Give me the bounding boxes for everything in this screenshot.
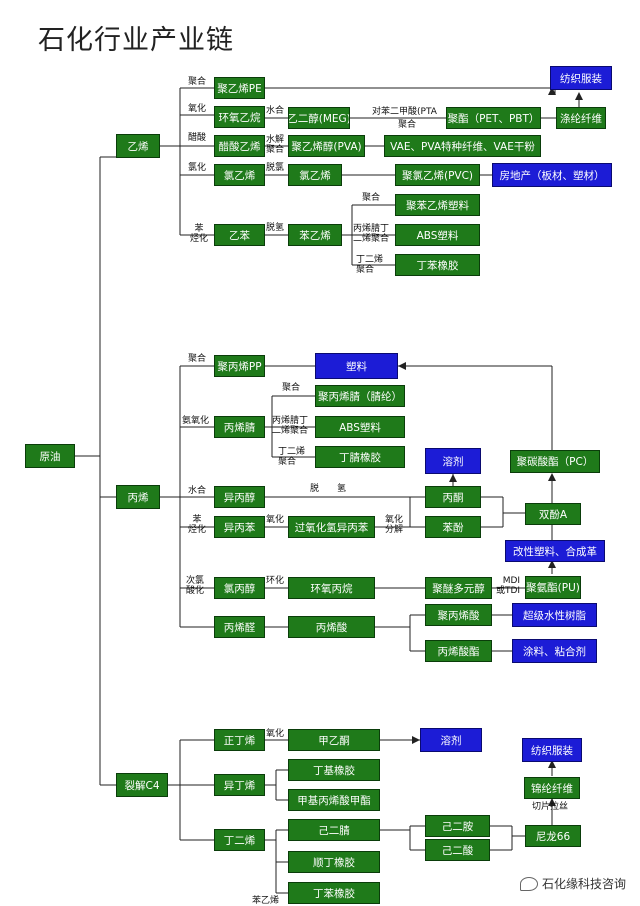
chat-bubble-icon <box>519 876 538 891</box>
node-nylon66: 尼龙66 <box>525 825 581 847</box>
node-pva: 聚乙烯醇(PVA) <box>288 135 365 157</box>
label-styrene: 苯乙烯 <box>252 896 280 906</box>
node-acrylonitrile: 丙烯腈 <box>214 416 265 438</box>
label-polymerization-pp: 聚合 <box>188 354 207 364</box>
label-chip-spinning: 切片拉丝 <box>532 802 569 812</box>
node-sbr-2: 丁苯橡胶 <box>288 882 380 904</box>
node-polyether-polyol: 聚醚多元醇 <box>425 577 492 599</box>
node-isobutene: 异丁烯 <box>214 774 265 796</box>
node-phenol: 苯酚 <box>425 516 481 538</box>
node-vcm2: 氯乙烯 <box>288 164 342 186</box>
label-dehydrogenation-2: 脱 氢 <box>310 484 347 494</box>
label-cyclization: 环化 <box>266 576 285 586</box>
node-nylon-fiber: 锦纶纤维 <box>524 777 580 799</box>
node-acrylate: 丙烯酸酯 <box>425 640 492 662</box>
node-solvent-1: 溶剂 <box>425 448 481 474</box>
label-polymerization-ps: 聚合 <box>362 193 381 203</box>
node-propylene: 丙烯 <box>116 485 160 509</box>
node-chp: 过氧化氢异丙苯 <box>288 516 375 538</box>
node-acetone: 丙酮 <box>425 486 481 508</box>
node-polyacrylic-acid: 聚丙烯酸 <box>425 604 492 626</box>
node-styrene: 苯乙烯 <box>288 224 342 246</box>
node-sbr-1: 丁苯橡胶 <box>395 254 480 276</box>
label-oxidation-2: 氧化 <box>266 515 285 525</box>
label-acn-butadiene: 丙烯腈丁 二烯聚合 <box>353 224 390 245</box>
node-polyester-fiber: 涤纶纤维 <box>556 107 606 129</box>
node-acrylic-fiber: 聚丙烯腈（腈纶） <box>315 385 405 407</box>
label-benzene-alkylation-2: 苯 烃化 <box>188 515 207 536</box>
node-acrolein: 丙烯醛 <box>214 616 265 638</box>
node-polystyrene: 聚苯乙烯塑料 <box>395 194 480 216</box>
node-abs-1: ABS塑料 <box>395 224 480 246</box>
label-butadiene-polymerization: 丁二烯 聚合 <box>356 255 384 276</box>
label-dehydrogenation: 脱氢 <box>266 223 285 233</box>
node-polyurethane: 聚氨酯(PU) <box>525 576 581 599</box>
label-polymerization-pe: 聚合 <box>188 77 207 87</box>
label-butadiene-polymerization-2: 丁二烯 聚合 <box>278 447 306 468</box>
node-modified-plastic: 改性塑料、合成革 <box>505 540 605 562</box>
node-polycarbonate: 聚碳酸酯（PC） <box>510 450 600 473</box>
label-oxidation: 氧化 <box>188 104 207 114</box>
node-textile-bottom: 纺织服装 <box>522 738 582 762</box>
node-adiponitrile: 己二腈 <box>288 819 380 841</box>
node-cracked-c4: 裂解C4 <box>116 773 168 797</box>
node-chloropropanol: 氯丙醇 <box>214 577 265 599</box>
label-dechlorination: 脱氯 <box>266 163 285 173</box>
label-ammoxidation: 氨氧化 <box>182 416 210 426</box>
node-cumene: 异丙苯 <box>214 516 265 538</box>
label-acetic-acid: 醋酸 <box>188 133 207 143</box>
label-hypochlorination: 次氯 酸化 <box>186 576 205 597</box>
node-n-butene: 正丁烯 <box>214 729 265 751</box>
label-hydration: 水合 <box>266 106 285 116</box>
label-hydrolysis-polymerization: 水解 聚合 <box>266 135 285 156</box>
node-coating: 涂料、粘合剂 <box>512 639 597 663</box>
node-pe: 聚乙烯PE <box>214 77 265 99</box>
node-crude-oil: 原油 <box>25 444 75 468</box>
label-acn-butadiene-2: 丙烯腈丁 二烯聚合 <box>272 416 309 437</box>
label-hydration-2: 水合 <box>188 486 207 496</box>
node-vae: VAE、PVA特种纤维、VAE干粉 <box>384 135 541 157</box>
node-isopropanol: 异丙醇 <box>214 486 265 508</box>
node-ethylene-oxide: 环氧乙烷 <box>214 106 265 128</box>
node-solvent-2: 溶剂 <box>420 728 482 752</box>
watermark-text: 石化缘科技咨询 <box>541 877 626 891</box>
node-bisphenol-a: 双酚A <box>525 503 581 525</box>
label-mdi-tdi: MDI 或TDI <box>496 576 521 597</box>
node-vinyl-acetate: 醋酸乙烯 <box>214 135 265 157</box>
node-nbr: 丁腈橡胶 <box>315 446 405 468</box>
page-title: 石化行业产业链 <box>38 25 234 56</box>
node-pp: 聚丙烯PP <box>214 355 265 377</box>
node-adipic-acid: 己二酸 <box>425 839 490 861</box>
node-polyester: 聚酯（PET、PBT） <box>446 107 541 129</box>
node-real-estate: 房地产（板材、塑材） <box>492 163 612 187</box>
node-hexamethylenediamine: 己二胺 <box>425 815 490 837</box>
node-butadiene: 丁二烯 <box>214 829 265 851</box>
node-pvc: 聚氯乙烯(PVC) <box>395 164 480 186</box>
node-butyl-rubber: 丁基橡胶 <box>288 759 380 781</box>
node-mma: 甲基丙烯酸甲酯 <box>288 789 380 811</box>
node-mek: 甲乙酮 <box>288 729 380 751</box>
node-plastic: 塑料 <box>315 353 398 379</box>
label-chlorination: 氯化 <box>188 163 207 173</box>
node-acrylic-acid: 丙烯酸 <box>288 616 375 638</box>
node-ethylene: 乙烯 <box>116 134 160 158</box>
node-br: 顺丁橡胶 <box>288 851 380 873</box>
node-ethylbenzene: 乙苯 <box>214 224 265 246</box>
node-meg: 乙二醇(MEG) <box>288 107 350 129</box>
label-polymerization-pta: 聚合 <box>398 120 417 130</box>
label-oxidation-3: 氧化 <box>266 729 285 739</box>
node-sap: 超级水性树脂 <box>512 603 597 627</box>
label-benzene-alkylation: 苯 烃化 <box>190 224 209 245</box>
label-polymerization-acn: 聚合 <box>282 383 301 393</box>
node-vcm: 氯乙烯 <box>214 164 265 186</box>
node-textile-top: 纺织服装 <box>550 66 612 90</box>
node-propylene-oxide: 环氧丙烷 <box>288 577 375 599</box>
label-oxidation-decomposition: 氧化 分解 <box>385 515 404 536</box>
watermark: 石化缘科技咨询 <box>519 875 626 892</box>
label-pta: 对苯二甲酸(PTA <box>372 107 437 117</box>
node-abs-2: ABS塑料 <box>315 416 405 438</box>
